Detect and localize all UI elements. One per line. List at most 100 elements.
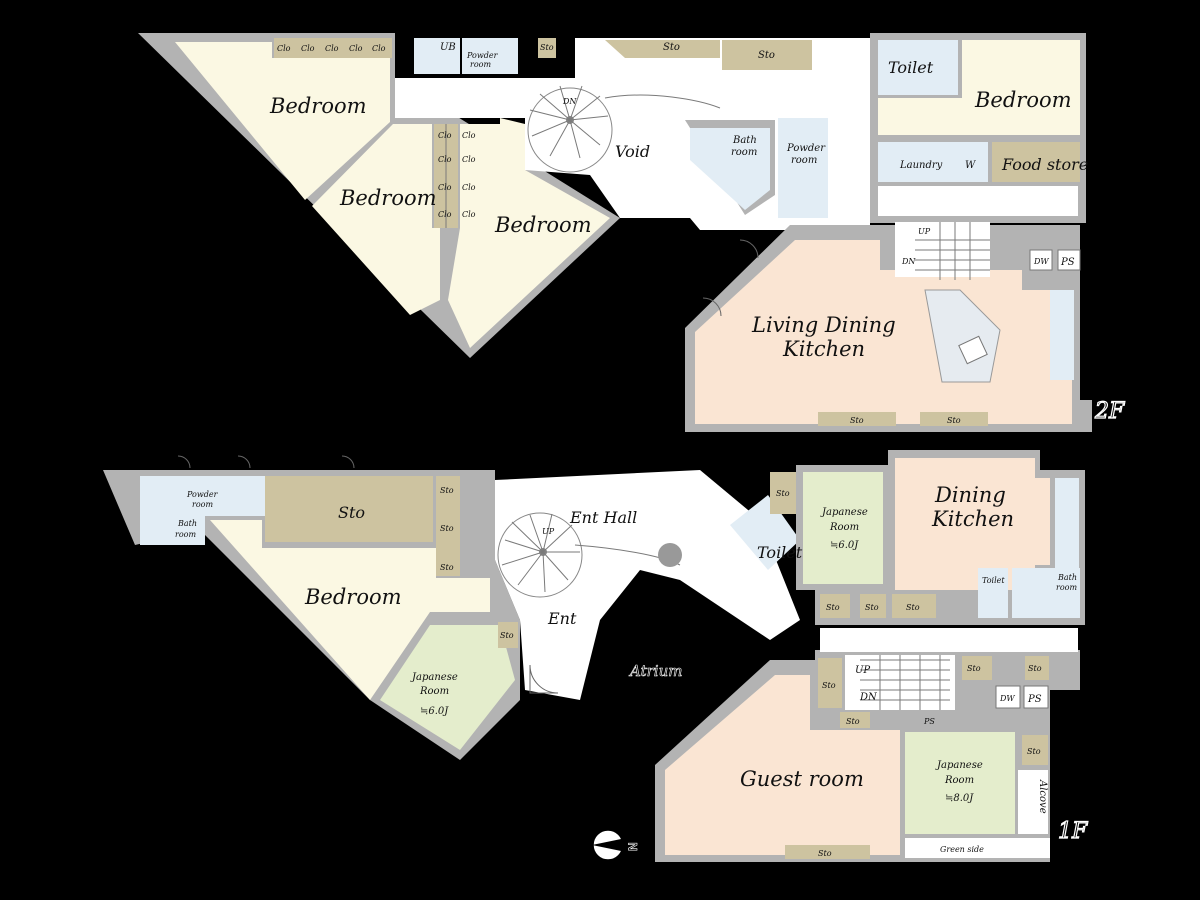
1f-ps-passage-label: PS [923, 717, 935, 726]
2f-powder-top-label-2: room [470, 60, 491, 69]
2f-powder-2-floor [778, 118, 828, 218]
2f-laundry-label: Laundry [899, 160, 943, 171]
1f-bath-label-2: room [175, 530, 196, 539]
1f-guest-sto [785, 845, 870, 859]
1f-stair-up-label: UP [855, 665, 870, 676]
1f-guest-room-label: Guest room [740, 767, 864, 791]
2f-ldk-door [739, 239, 759, 259]
1f-sto-dk-1-label: Sto [826, 603, 840, 612]
2f-corridor-sto-1 [605, 40, 720, 58]
1f-japanese-1-label-3: ≒6.0J [420, 706, 449, 717]
1f-sto-strip-label-1: Sto [440, 486, 454, 495]
2f-ub-label: UB [440, 42, 456, 53]
1f-japanese-2-label-3: ≒6.0J [830, 540, 859, 551]
2f-bedroom-1-label: Bedroom [269, 94, 367, 118]
1f-sto-stair-2 [962, 656, 992, 680]
north-arrow: N [592, 829, 640, 861]
1f-sto-dk-1 [820, 594, 850, 618]
1f-powder-2-floor [205, 476, 265, 516]
1f-sto-passage [840, 712, 870, 728]
2f-void-label: Void [615, 142, 650, 161]
1f-corridor [820, 628, 1078, 652]
1f-ps-box [1023, 685, 1049, 709]
1f-sto-stair-3-label: Sto [1028, 664, 1042, 673]
1f-green-side-floor [905, 838, 1050, 858]
1f-bedroom-floor [210, 520, 490, 700]
2f-ps-box [1057, 249, 1081, 271]
1f-guest-room-floor [665, 675, 900, 855]
2f-clo-label-6: Clo [438, 131, 452, 140]
1f-japanese-3-label-2: Room [944, 775, 974, 786]
1f-sto-stair [818, 658, 842, 708]
1f-spiral-stair [497, 512, 583, 598]
2f-bedroom-3-floor [448, 118, 610, 348]
1f-sto-dk-3-label: Sto [906, 603, 920, 612]
2f-food-store-floor [992, 142, 1080, 182]
1f-japanese-3-label-1: Japanese [935, 760, 983, 771]
2f-toilet-floor [878, 40, 958, 95]
2f-washer-label: W [965, 160, 976, 171]
1f-dw-label: DW [999, 694, 1015, 703]
2f-bedroom-2-floor [312, 124, 440, 315]
2f-bath-floor [690, 128, 770, 210]
2f-ldk-door-2 [702, 297, 722, 317]
1f-japanese-3-label-3: ≒8.0J [945, 793, 974, 804]
1f-sto-dk-3 [892, 594, 936, 618]
2f-bedroom-1-floor [175, 42, 390, 200]
1f-green-side-label: Green side [940, 845, 984, 854]
2f-stair-treads [915, 222, 990, 280]
1f-sto-strip [436, 476, 460, 576]
1f-door-3 [341, 455, 355, 469]
1f-dk-floor [895, 458, 1050, 590]
1f-sto-alcove [1022, 735, 1048, 765]
2f-corridor-sto-3 [538, 38, 556, 58]
2f-bath-label-2: room [731, 147, 757, 158]
1f-sto-passage-label: Sto [846, 717, 860, 726]
2f-clo-label-3: Clo [325, 44, 339, 53]
2f-clo-label-10: Clo [462, 131, 476, 140]
2f-clo-label-2: Clo [301, 44, 315, 53]
2f-powder-label-2: room [791, 155, 817, 166]
2f-east-passage [878, 186, 1078, 216]
2f-sink [958, 335, 988, 365]
2f-bath-label-1: Bath [732, 135, 757, 146]
1f-big-sto [265, 476, 433, 542]
2f-toilet-label: Toilet [888, 58, 934, 77]
1f-column [658, 543, 682, 567]
1f-sto-near-toilet [770, 472, 796, 514]
2f-dw-box [1029, 249, 1053, 271]
1f-stair-treads [860, 655, 950, 710]
1f-atrium-label: Atrium [628, 662, 682, 680]
1f-toilet-2-floor [978, 568, 1008, 618]
1f-sto-dk-2-label: Sto [865, 603, 879, 612]
2f-clo-label-11: Clo [462, 155, 476, 164]
second-floor-labels: Bedroom Bedroom Bedroom Bedroom Void Bat… [269, 42, 1126, 425]
1f-bath-2-label-1: Bath [1057, 573, 1077, 582]
2f-clo-label-1: Clo [277, 44, 291, 53]
2f-top-closets [274, 38, 392, 58]
1f-door-2 [237, 455, 251, 469]
2f-spiral-treads [529, 85, 609, 159]
first-floor-labels: Powder room Bath room Bedroom Sto Sto St… [175, 483, 1089, 858]
2f-stair-dn-label: DN [901, 257, 916, 266]
1f-ent-label: Ent [547, 609, 577, 628]
2f-clo-label-4: Clo [349, 44, 363, 53]
1f-guest-sto-label: Sto [818, 849, 832, 858]
1f-sto-dk-2 [860, 594, 886, 618]
1f-stair-dn-label: DN [859, 692, 878, 703]
1f-bedroom-label: Bedroom [304, 585, 402, 609]
1f-dk-label-2: Kitchen [931, 507, 1014, 531]
2f-spiral-stair [527, 87, 613, 173]
2f-powder-top-label-1: Powder [466, 51, 499, 60]
2f-powder-label-1: Powder [786, 143, 826, 154]
1f-bath-2-label-2: room [1056, 583, 1077, 592]
2f-laundry-floor [878, 142, 988, 182]
2f-bedroom-4-label: Bedroom [974, 88, 1072, 112]
2f-spiral-dn-label: DN [562, 97, 577, 106]
2f-corridor-sto-2 [722, 40, 812, 70]
2f-clo-label-13: Clo [462, 210, 476, 219]
2f-kitchen-island [924, 289, 1001, 383]
1f-japanese-3-floor [905, 732, 1015, 834]
1f-spiral-treads [501, 513, 580, 593]
second-floor-plan [138, 33, 1092, 432]
